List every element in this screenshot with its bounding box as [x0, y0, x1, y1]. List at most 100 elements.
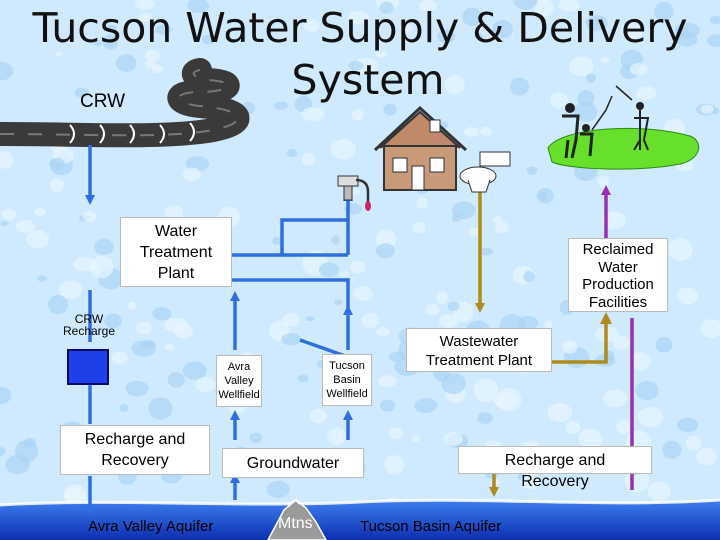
water-droplet — [318, 262, 339, 278]
water-droplet — [411, 434, 420, 442]
diagram-title-line2: System — [291, 56, 445, 104]
water-droplet — [274, 101, 288, 110]
water-droplet — [348, 61, 364, 71]
water-droplet — [441, 372, 466, 395]
water-droplet — [492, 215, 502, 224]
water-droplet — [380, 399, 395, 412]
reclaimed-line4: Facilities — [588, 293, 648, 311]
aquifer-band — [0, 498, 720, 540]
water-droplet — [621, 24, 643, 40]
water-droplet — [266, 480, 290, 498]
mountain-icon — [267, 498, 327, 540]
water-droplet — [635, 381, 659, 401]
water-droplet — [115, 54, 137, 72]
water-droplet — [534, 0, 554, 17]
crw-recharge-label: CRW Recharge — [58, 313, 120, 337]
water-droplet — [167, 372, 185, 388]
water-droplet — [58, 280, 83, 299]
water-droplet — [695, 447, 717, 466]
tucson-basin-line3: Wellfield — [326, 388, 368, 400]
water-droplet — [438, 313, 459, 328]
water-droplet — [309, 408, 327, 424]
water-droplet — [281, 333, 302, 346]
water-droplet — [480, 247, 493, 256]
water-droplet — [573, 102, 598, 122]
water-droplet — [603, 389, 628, 408]
water-droplet — [327, 427, 347, 445]
reclaimed-line3: Production — [582, 276, 654, 293]
crw-label: CRW — [80, 91, 126, 112]
water-droplet — [558, 0, 580, 12]
water-droplet — [361, 312, 379, 328]
water-droplet — [675, 31, 698, 47]
water-droplet — [301, 107, 325, 122]
water-droplet — [513, 0, 538, 10]
water-droplet — [496, 388, 522, 412]
reclaimed-line2: Water — [598, 258, 638, 276]
water-droplet — [463, 126, 479, 138]
water-droplet — [480, 126, 492, 136]
water-droplet — [477, 412, 493, 424]
groundwater-label: Groundwater — [246, 455, 340, 472]
water-treatment-line3: Plant — [157, 265, 195, 282]
water-droplet — [353, 286, 373, 301]
water-droplet — [613, 336, 630, 350]
recharge-right-line2: Recovery — [521, 473, 589, 490]
water-droplet — [282, 312, 300, 327]
water-droplet — [538, 192, 548, 201]
water-droplet — [297, 374, 309, 383]
water-droplet — [444, 74, 465, 95]
water-droplet — [286, 149, 298, 158]
water-droplet — [412, 221, 426, 234]
water-droplet — [1, 208, 17, 221]
water-droplet — [127, 301, 137, 310]
family-icon — [562, 95, 613, 159]
wastewater-treatment-plant-box: Wastewater Treatment Plant — [406, 328, 552, 372]
water-droplet — [468, 227, 481, 236]
water-droplet — [473, 378, 499, 403]
water-droplet — [416, 197, 428, 209]
tucson-basin-line2: Basin — [333, 374, 361, 386]
water-droplet — [49, 158, 65, 170]
water-droplet — [49, 178, 65, 193]
water-droplet — [182, 361, 207, 380]
water-droplet — [195, 377, 216, 392]
water-droplet — [685, 435, 702, 451]
water-droplet — [164, 343, 175, 351]
water-droplet — [414, 398, 438, 413]
water-droplet — [437, 29, 456, 43]
recharge-basin — [67, 349, 109, 385]
water-droplet — [509, 77, 530, 96]
water-droplet — [187, 0, 210, 14]
water-droplet — [354, 57, 379, 75]
diagram-title-line1: Tucson Water Supply & Delivery — [32, 4, 688, 52]
water-droplet — [104, 313, 122, 329]
water-droplet — [601, 57, 610, 64]
water-droplet — [305, 316, 315, 322]
water-droplet — [418, 0, 437, 12]
water-droplet — [462, 7, 482, 27]
water-droplet — [376, 243, 395, 259]
water-droplet — [155, 24, 172, 35]
water-droplet — [655, 336, 673, 353]
water-droplet — [94, 238, 114, 255]
water-droplet — [339, 271, 350, 278]
water-droplet — [26, 229, 49, 249]
water-droplet — [654, 2, 674, 21]
water-droplet — [383, 103, 397, 116]
water-droplet — [0, 220, 9, 226]
water-droplet — [520, 473, 540, 490]
wastewater-line1: Wastewater — [439, 333, 519, 350]
water-droplet — [37, 275, 47, 282]
avra-line3: Wellfield — [218, 389, 260, 401]
water-droplet — [0, 151, 14, 169]
water-droplet — [526, 166, 538, 176]
water-droplet — [93, 40, 103, 47]
reclaimed-water-facilities-box: Reclaimed Water Production Facilities — [568, 238, 668, 312]
water-droplet — [443, 432, 463, 446]
water-droplet — [334, 299, 343, 305]
water-droplet — [138, 12, 153, 23]
tucson-basin-line1: Tucson — [329, 360, 365, 372]
